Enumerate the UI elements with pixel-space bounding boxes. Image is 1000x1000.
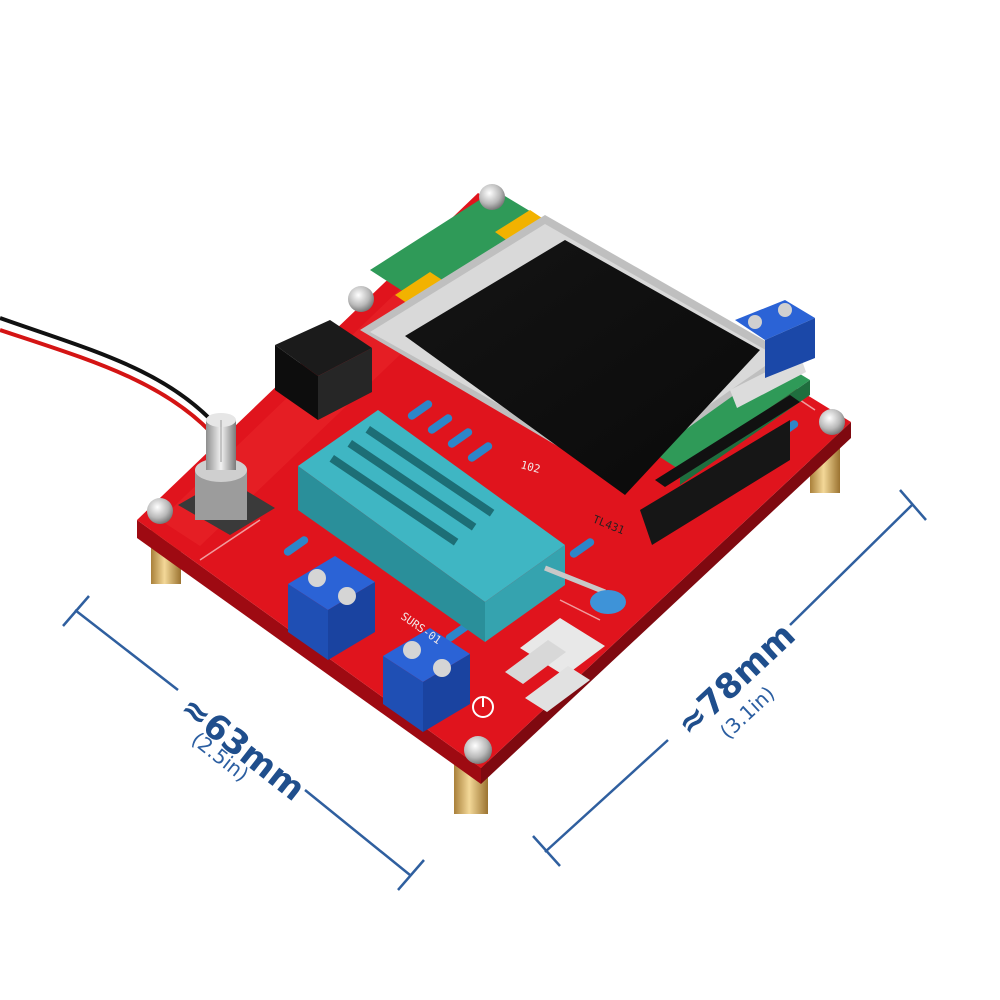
lcd-module (360, 190, 810, 545)
depth-dimension-line-a (544, 739, 669, 853)
power-symbol-icon (472, 696, 494, 718)
ceramic-capacitor (590, 590, 626, 614)
width-dimension-line-b (304, 789, 411, 876)
mounting-screws (147, 184, 845, 764)
dc-power-jack (275, 320, 372, 420)
test-pads (505, 618, 605, 712)
depth-end-tick-a (532, 835, 561, 867)
resistor-code-label: 102 (519, 458, 542, 476)
terminal-block-left (288, 556, 375, 660)
depth-dimension-line-b (789, 504, 913, 626)
power-wires (0, 316, 224, 442)
width-dimension-line-a (74, 609, 179, 691)
width-end-tick-b (397, 859, 425, 891)
terminal-block-right (383, 628, 470, 732)
width-end-tick-a (62, 595, 90, 627)
rotary-encoder-knob (178, 413, 275, 535)
terminal-block-top-right (735, 300, 815, 378)
zif-socket (298, 410, 606, 642)
depth-end-tick-b (899, 489, 927, 521)
